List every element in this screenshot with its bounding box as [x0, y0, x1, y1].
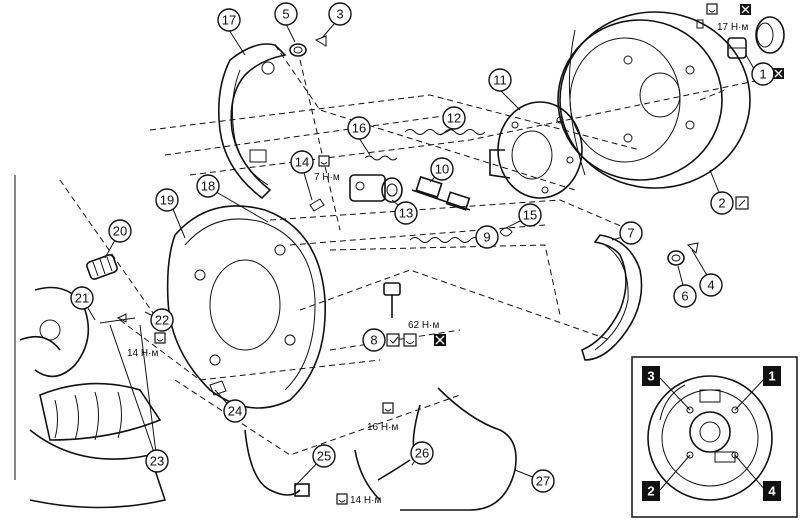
svg-text:18: 18	[201, 179, 215, 194]
svg-text:20: 20	[113, 224, 127, 239]
callout-21: 21	[70, 286, 94, 310]
svg-text:1: 1	[759, 67, 766, 82]
callout-23: 23	[145, 449, 169, 473]
svg-text:3: 3	[336, 7, 343, 22]
brake-hose	[354, 404, 421, 501]
tightening-order-inset: 3 1 2 4	[631, 356, 798, 518]
callout-18: 18	[196, 174, 220, 198]
svg-text:12: 12	[447, 111, 461, 126]
svg-text:7 Н·м: 7 Н·м	[314, 172, 340, 183]
svg-text:8: 8	[370, 333, 377, 348]
brake-cable	[400, 387, 517, 511]
svg-text:10: 10	[435, 162, 449, 177]
inset-label-2: 2	[642, 481, 660, 501]
svg-text:22: 22	[155, 313, 169, 328]
svg-text:17 Н·м: 17 Н·м	[717, 22, 748, 33]
callout-11: 11	[488, 68, 512, 92]
callout-12: 12	[442, 106, 466, 130]
inset-label-3: 3	[642, 366, 660, 386]
inset-label-4: 4	[763, 481, 781, 501]
callout-27: 27	[531, 469, 555, 493]
svg-text:25: 25	[317, 449, 331, 464]
callout-5: 5	[274, 2, 298, 26]
hold-down-spring-lower	[667, 250, 685, 266]
torque-17: 17 Н·м	[706, 3, 751, 33]
callout-8: 8	[362, 328, 386, 352]
svg-text:15: 15	[523, 208, 537, 223]
callout-10: 10	[430, 157, 454, 181]
torque-7: 7 Н·м	[314, 155, 340, 183]
torque-62: 62 Н·м	[386, 320, 446, 347]
hold-down-spring-upper	[289, 43, 307, 57]
callout-20: 20	[108, 219, 132, 243]
inset-label-1: 1	[763, 366, 781, 386]
torque-16: 16 Н·м	[367, 402, 398, 433]
lubricate-icon	[735, 196, 749, 210]
svg-text:62 Н·м: 62 Н·м	[408, 320, 439, 331]
callout-19: 19	[155, 188, 179, 212]
svg-text:9: 9	[483, 230, 490, 245]
svg-text:2: 2	[718, 196, 725, 211]
wrench-icon	[706, 3, 718, 15]
svg-text:14 Н·м: 14 Н·м	[127, 348, 158, 359]
callout-25: 25	[312, 444, 336, 468]
callout-2: 2	[710, 191, 734, 215]
assembly-guide-lines	[59, 44, 761, 456]
torque-14-bottom: 14 Н·м	[336, 493, 381, 506]
callout-26: 26	[410, 441, 434, 465]
svg-text:2: 2	[647, 484, 654, 499]
drive-shaft-boot	[29, 382, 167, 509]
abs-sensor-wire	[244, 429, 310, 497]
replace-icon	[773, 68, 784, 79]
svg-text:16 Н·м: 16 Н·м	[367, 422, 398, 433]
wheel-hub	[489, 101, 583, 199]
svg-text:21: 21	[75, 291, 89, 306]
wheel-cylinder	[349, 174, 403, 203]
svg-text:16: 16	[352, 121, 366, 136]
backing-plate-bolt	[383, 282, 401, 318]
svg-text:4: 4	[768, 484, 776, 499]
svg-text:19: 19	[160, 193, 174, 208]
callout-15: 15	[518, 203, 542, 227]
callout-24: 24	[223, 399, 247, 423]
svg-text:7: 7	[627, 226, 634, 241]
svg-text:3: 3	[647, 369, 654, 384]
callout-16: 16	[347, 116, 371, 140]
callout-9: 9	[475, 225, 499, 249]
callout-13: 13	[394, 201, 418, 225]
steering-knuckle	[14, 175, 90, 480]
callout-17: 17	[217, 8, 241, 32]
svg-text:13: 13	[399, 206, 413, 221]
callout-4: 4	[699, 273, 723, 297]
svg-text:14: 14	[295, 155, 309, 170]
svg-text:6: 6	[681, 289, 688, 304]
adjuster-spring	[364, 155, 398, 161]
brake-drum	[557, 11, 751, 189]
torque-14-left: 14 Н·м	[127, 332, 166, 359]
callout-22: 22	[150, 308, 174, 332]
upper-brake-shoe	[217, 43, 287, 200]
svg-text:4: 4	[707, 278, 714, 293]
callout-7: 7	[619, 221, 643, 245]
svg-text:24: 24	[228, 404, 242, 419]
svg-text:11: 11	[493, 73, 507, 88]
svg-text:26: 26	[415, 446, 429, 461]
hub-cap	[755, 16, 785, 54]
svg-text:14 Н·м: 14 Н·м	[350, 495, 381, 506]
callout-3: 3	[328, 2, 352, 26]
svg-text:5: 5	[282, 7, 289, 22]
svg-text:27: 27	[536, 474, 550, 489]
svg-text:23: 23	[150, 454, 164, 469]
svg-text:1: 1	[768, 369, 775, 384]
backing-plate	[166, 205, 327, 409]
lower-brake-shoe	[581, 234, 643, 361]
callout-6: 6	[673, 284, 697, 308]
coil-spring	[86, 254, 118, 280]
adjuster-strut	[411, 175, 471, 211]
callout-14-upper: 14	[290, 150, 314, 174]
hub-nut	[727, 37, 747, 59]
svg-text:17: 17	[222, 13, 236, 28]
callout-1: 1	[751, 62, 775, 86]
